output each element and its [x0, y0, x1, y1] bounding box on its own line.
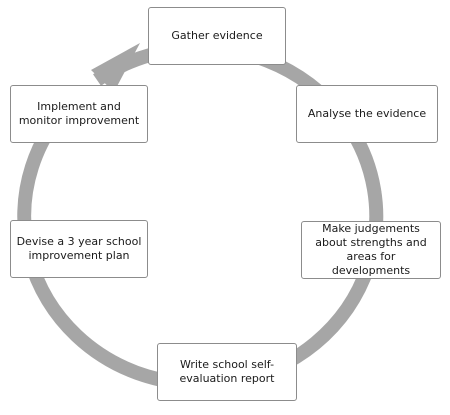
step-make-judgements: Make judgements about strengths and area… — [301, 221, 441, 279]
step-implement-monitor-label: Implement and monitor improvement — [18, 100, 140, 127]
cycle-arrowhead — [91, 43, 140, 92]
step-write-report-label: Write school self-evaluation report — [179, 358, 275, 385]
step-write-report: Write school self-evaluation report — [157, 343, 297, 401]
step-devise-plan: Devise a 3 year school improvement plan — [10, 220, 148, 278]
step-gather-evidence: Gather evidence — [148, 7, 286, 65]
step-make-judgements-label: Make judgements about strengths and area… — [315, 222, 427, 277]
step-implement-monitor: Implement and monitor improvement — [10, 85, 148, 143]
step-analyse-evidence-label: Analyse the evidence — [307, 107, 427, 120]
step-gather-evidence-label: Gather evidence — [171, 29, 263, 42]
step-devise-plan-label: Devise a 3 year school improvement plan — [16, 235, 142, 262]
step-analyse-evidence: Analyse the evidence — [296, 85, 438, 143]
